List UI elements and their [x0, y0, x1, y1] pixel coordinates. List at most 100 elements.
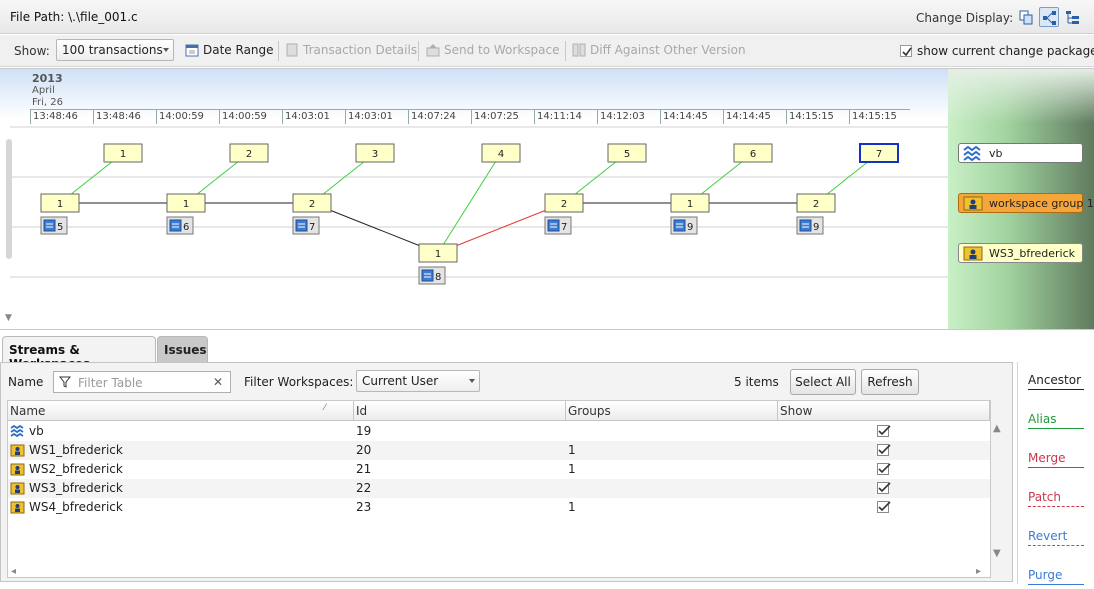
graph-canvas: 1 2 3 4 5 6 7 1 5 1 6 2 7 2 7 1 9 2 9 1 8	[10, 126, 948, 285]
stream-label-ws3[interactable]: WS3_bfrederick	[958, 243, 1083, 263]
stream-label-vb[interactable]: vb	[958, 143, 1083, 163]
transaction-badge[interactable]: 6	[166, 216, 194, 235]
cell-groups: 1	[568, 500, 576, 514]
column-header-groups[interactable]: Groups	[566, 401, 778, 421]
version-node[interactable]: 1	[103, 143, 143, 163]
diff-icon	[572, 43, 586, 57]
transaction-badge[interactable]: 5	[40, 216, 68, 235]
timeline-tick: 14:15:15	[786, 110, 834, 124]
version-node[interactable]: 2	[796, 193, 836, 213]
transaction-badge[interactable]: 7	[292, 216, 320, 235]
scroll-right-arrow-icon[interactable]: ▸	[976, 566, 982, 577]
version-node-label: 2	[561, 199, 567, 210]
toolbar-separator	[565, 41, 566, 61]
clear-filter-icon[interactable]: ✕	[212, 375, 223, 389]
scroll-down-arrow-icon[interactable]: ▼	[993, 548, 1001, 559]
version-node[interactable]: 1	[670, 193, 710, 213]
timeline-tick: 14:07:24	[408, 110, 456, 124]
transaction-badge[interactable]: 9	[796, 216, 824, 235]
transaction-badge[interactable]: 9	[670, 216, 698, 235]
filter-table-input[interactable]: Filter Table ✕	[53, 371, 231, 393]
version-node[interactable]: 2	[544, 193, 584, 213]
legend-patch: Patch	[1028, 490, 1084, 507]
transaction-details-label: Transaction Details	[303, 43, 418, 57]
refresh-button[interactable]: Refresh	[861, 369, 919, 395]
select-all-button[interactable]: Select All	[790, 369, 856, 395]
timeline-tick: 14:00:59	[219, 110, 267, 124]
column-header-show[interactable]: Show	[778, 401, 990, 421]
show-current-change-package-label: show current change package	[917, 44, 1094, 58]
document-icon	[286, 43, 298, 57]
badge-label: 8	[435, 272, 441, 283]
change-display-graph-button[interactable]	[1039, 7, 1059, 27]
timeline-tick: 14:11:14	[534, 110, 582, 124]
scroll-left-arrow-icon[interactable]: ◂	[11, 566, 17, 577]
filter-workspaces-select[interactable]: Current User	[356, 370, 480, 392]
scroll-up-arrow-icon[interactable]: ▲	[993, 423, 1001, 434]
version-node-box	[544, 193, 584, 213]
timeline-tick: 14:14:45	[723, 110, 771, 124]
version-node[interactable]: 6	[733, 143, 773, 163]
tab-issues[interactable]: Issues	[157, 336, 208, 362]
version-node-label: 1	[435, 249, 441, 260]
show-transactions-select[interactable]: 100 transactions	[56, 39, 174, 61]
checkmark-icon	[877, 425, 891, 437]
ancestor-edge	[311, 202, 439, 254]
chevron-down-icon	[469, 379, 475, 383]
transaction-badge[interactable]: 8	[418, 266, 446, 285]
change-display-copy-button[interactable]	[1016, 7, 1036, 27]
column-header-id[interactable]: Id	[354, 401, 566, 421]
version-node[interactable]: 1	[40, 193, 80, 213]
tab-streams-workspaces[interactable]: Streams & Workspaces	[2, 336, 156, 371]
version-node[interactable]: 7	[859, 143, 899, 163]
version-node-box	[670, 193, 710, 213]
cell-id: 20	[356, 443, 372, 457]
filter-table-placeholder: Filter Table	[78, 376, 143, 390]
version-node[interactable]: 3	[355, 143, 395, 163]
version-node[interactable]: 4	[481, 143, 521, 163]
version-node[interactable]: 2	[229, 143, 269, 163]
stream-label-text: WS3_bfrederick	[989, 247, 1076, 260]
transaction-icon	[421, 269, 434, 282]
streams-workspaces-panel: Name Filter Table ✕ Filter Workspaces: C…	[0, 362, 1013, 582]
transaction-icon	[547, 219, 560, 232]
bottom-tabs: Streams & Workspaces Issues	[0, 334, 1094, 371]
checkmark-icon	[877, 463, 891, 475]
column-header-name[interactable]: Name ⁄	[8, 401, 354, 421]
transaction-badge[interactable]: 7	[544, 216, 572, 235]
copy-icon	[1019, 10, 1033, 25]
send-icon	[426, 44, 440, 57]
timeline-tick: 13:48:46	[93, 110, 141, 124]
version-node-box	[607, 143, 647, 163]
version-node-box	[418, 243, 458, 263]
version-node[interactable]: 1	[166, 193, 206, 213]
workspace-icon	[10, 501, 25, 514]
stream-label-workspace-group[interactable]: workspace group 1	[958, 193, 1094, 213]
badge-label: 5	[57, 222, 63, 233]
toolbar-separator	[418, 41, 419, 61]
version-node-label: 5	[624, 149, 630, 160]
version-node[interactable]: 2	[292, 193, 332, 213]
transaction-icon	[673, 219, 686, 232]
change-display-tree-button[interactable]	[1062, 7, 1082, 27]
scroll-down-arrow-icon[interactable]: ▼	[5, 313, 12, 323]
badge-label: 9	[687, 222, 693, 233]
checkmark-icon	[902, 47, 912, 57]
show-current-change-package-checkbox[interactable]	[900, 45, 912, 57]
timeline-tick: 14:03:01	[282, 110, 330, 124]
graph-vertical-scrollbar[interactable]	[6, 139, 12, 259]
version-node-box	[796, 193, 836, 213]
version-node-label: 2	[309, 199, 315, 210]
sort-ascending-icon: ⁄	[324, 403, 326, 413]
version-node[interactable]: 1	[418, 243, 458, 263]
version-node-label: 3	[372, 149, 378, 160]
version-node[interactable]: 5	[607, 143, 647, 163]
